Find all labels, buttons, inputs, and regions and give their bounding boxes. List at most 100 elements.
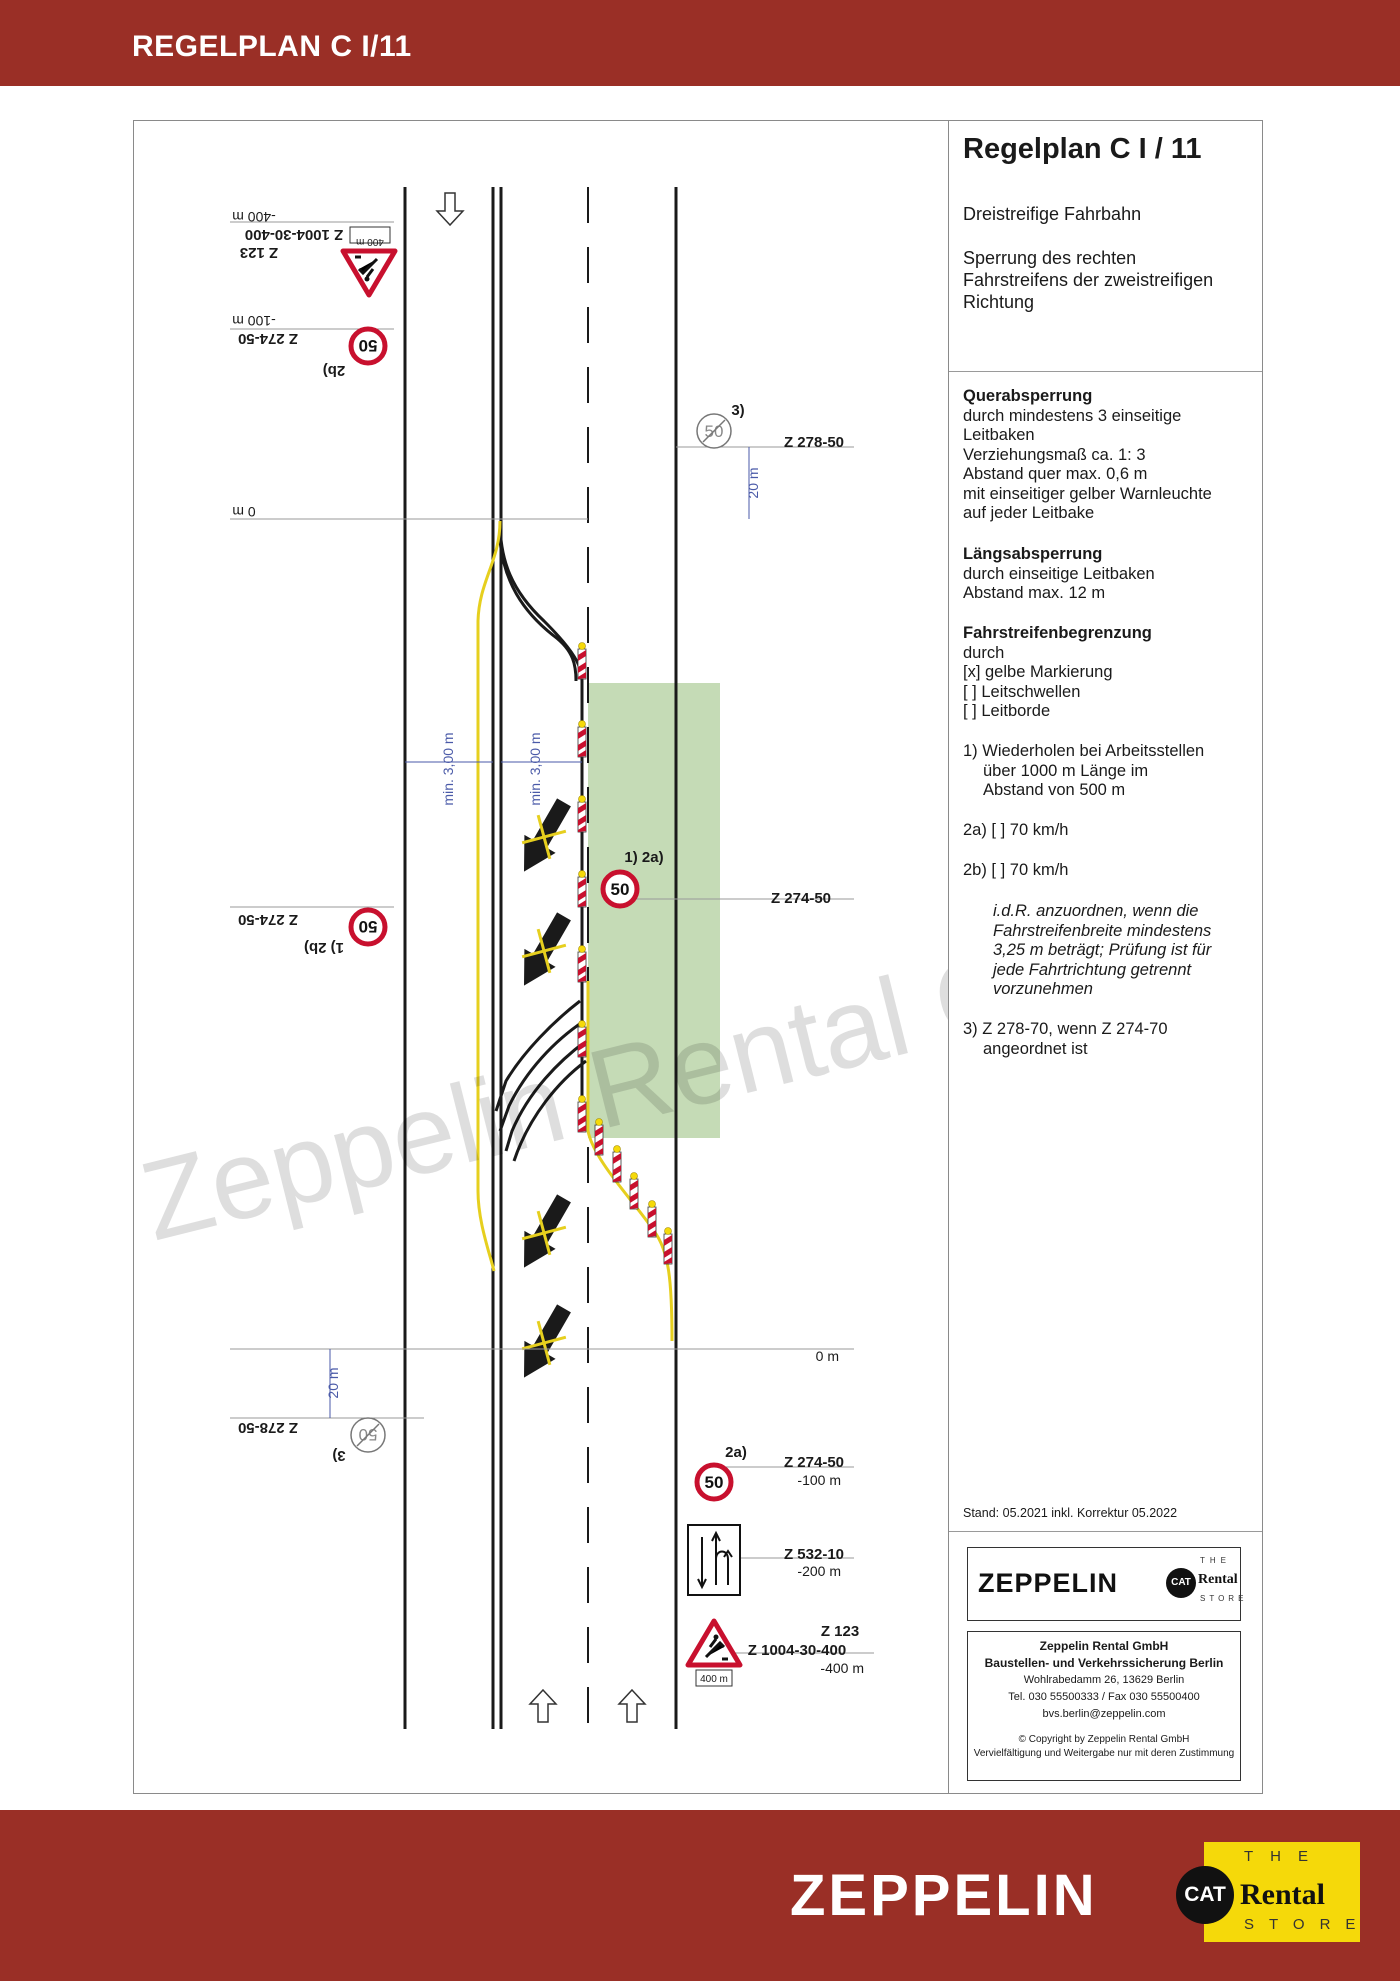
label-dist200: -200 m <box>797 1563 841 1579</box>
text-line: 3) Z 278-70, wenn Z 274-70 <box>963 1020 1168 1038</box>
rental-label: Rental <box>1198 1572 1238 1587</box>
label-dist100-bottom: -100 m <box>797 1472 841 1488</box>
label-fn3-top: 3) <box>731 402 744 419</box>
zeppelin-logo-box: ZEPPELIN CAT Rental THE STORE <box>967 1547 1243 1621</box>
cat-logo-icon: CAT <box>1166 1568 1196 1598</box>
divider <box>949 1531 1262 1532</box>
direction-arrow-down-icon <box>436 192 464 226</box>
cat-circle-icon: CAT <box>1176 1866 1234 1924</box>
text-line: Abstand quer max. 0,6 m <box>963 465 1148 483</box>
label-min300-a: min. 3,00 m <box>440 732 456 805</box>
text-line: [ ] Leitschwellen <box>963 682 1081 701</box>
direction-arrow-icon <box>529 1689 557 1723</box>
footer-rental-label: Rental <box>1240 1878 1325 1911</box>
roadwork-sign-bottom-icon <box>685 1618 743 1668</box>
note-italic: i.d.R. anzuordnen, wenn die Fahrstreifen… <box>963 902 1252 1000</box>
description-line: Richtung <box>963 292 1035 312</box>
label-z274-mid: Z 274-50 <box>771 890 831 907</box>
label-dist400-top: -400 m <box>232 209 276 225</box>
label-fn2a-bottom: 2a) <box>725 1444 747 1461</box>
label-fn2b-top: 2b) <box>323 362 346 379</box>
label-z1004-bottom: Z 1004-30-400 <box>748 1642 846 1659</box>
section-title: Längsabsperrung <box>963 545 1103 563</box>
text-line: durch mindestens 3 einseitige <box>963 406 1182 425</box>
text-line: i.d.R. anzuordnen, wenn die <box>993 902 1199 920</box>
label-z123-bottom: Z 123 <box>821 1623 859 1640</box>
text-line: mit einseitiger gelber Warnleuchte <box>963 484 1212 503</box>
note-2b: 2b) [ ] 70 km/h <box>963 861 1069 879</box>
dimension-lines <box>329 447 750 1418</box>
text-line: jede Fahrtrichtung getrennt <box>993 960 1192 979</box>
label-z1004-top: Z 1004-30-400 <box>245 226 343 243</box>
label-fn3-left: 3) <box>332 1447 345 1464</box>
section-fahrstreifenbegrenzung: Fahrstreifenbegrenzung durch [x] gelbe M… <box>963 624 1252 722</box>
the-label: THE <box>1200 1556 1231 1565</box>
lane-guidance-sign-icon <box>687 1524 741 1596</box>
label-z532: Z 532-10 <box>784 1546 844 1563</box>
roadwork-sign-top-icon <box>340 248 398 298</box>
description-line: Fahrstreifens der zweistreifigen <box>963 270 1214 290</box>
cat-rental-store-logo: CAT THE Rental STORE <box>1176 1842 1360 1942</box>
note-2a: 2a) [ ] 70 km/h <box>963 821 1069 839</box>
section-title: Fahrstreifenbegrenzung <box>963 624 1152 642</box>
plan-frame <box>133 120 1263 1794</box>
footer-cat-label: CAT <box>1184 1883 1226 1906</box>
footer-store-label: STORE <box>1244 1916 1371 1933</box>
footer-brand: ZEPPELIN <box>790 1863 1098 1928</box>
distance-plate-bottom <box>695 1669 733 1687</box>
text-line: Abstand von 500 m <box>983 781 1126 799</box>
traffic-plan-diagram: 50 50 <box>134 187 948 1729</box>
sign-50-mid-icon <box>603 872 637 906</box>
label-plate400-top: 400 m <box>356 236 384 247</box>
section-querabsperrung: Querabsperrung durch mindestens 3 einsei… <box>963 387 1252 524</box>
text-line: [x] gelbe Markierung <box>963 663 1113 681</box>
logo-brand: ZEPPELIN <box>978 1568 1119 1598</box>
label-fn12b-left: 1) 2b) <box>304 939 344 956</box>
label-dist400-bottom: -400 m <box>820 1660 864 1676</box>
label-z278-top: Z 278-50 <box>784 434 844 451</box>
text-line: Fahrstreifenbreite mindestens <box>993 921 1212 940</box>
divider <box>949 371 1262 372</box>
label-z123-top: Z 123 <box>240 244 278 261</box>
sign-50-left-icon <box>351 910 385 944</box>
text-line: vorzunehmen <box>993 980 1093 998</box>
text-line: Leitbaken <box>963 426 1035 444</box>
company-email: bvs.berlin@zeppelin.com <box>1042 1708 1166 1720</box>
panel-title: Regelplan C I / 11 <box>963 133 1202 165</box>
road-markings <box>403 187 678 1729</box>
label-z274-left: Z 274-50 <box>238 911 298 928</box>
text-line: 3,25 m beträgt; Prüfung ist für <box>993 941 1212 959</box>
info-panel: Regelplan C I / 11 Dreistreifige Fahrbah… <box>948 121 1262 1793</box>
section-laengsabsperrung: Längsabsperrung durch einseitige Leitbak… <box>963 545 1252 604</box>
company-address: Wohlrabedamm 26, 13629 Berlin <box>1023 1674 1185 1686</box>
label-fn12a: 1) 2a) <box>624 849 663 866</box>
text-line: angeordnet ist <box>983 1039 1088 1058</box>
label-z278-left: Z 278-50 <box>238 1419 298 1436</box>
section-title: Querabsperrung <box>963 387 1093 405</box>
panel-description: Sperrung des rechten Fahrstreifens der z… <box>963 247 1252 313</box>
page-title: REGELPLAN C I/11 <box>132 30 412 63</box>
rights-notice: Vervielfältigung und Weitergabe nur mit … <box>973 1748 1235 1759</box>
text-line: 1) Wiederholen bei Arbeitsstellen <box>963 742 1205 760</box>
label-z274-top: Z 274-50 <box>238 330 298 347</box>
text-line: Verziehungsmaß ca. 1: 3 <box>963 445 1146 464</box>
text-line: über 1000 m Länge im <box>983 761 1149 780</box>
label-dist20-top: 20 m <box>745 467 761 498</box>
text-line: durch einseitige Leitbaken <box>963 564 1155 583</box>
text-line: durch <box>963 643 1005 662</box>
reference-lines <box>230 221 874 1654</box>
label-dist100-top: -100 m <box>232 313 276 329</box>
text-line: Abstand max. 12 m <box>963 584 1106 602</box>
description-line: Sperrung des rechten <box>963 248 1137 268</box>
store-label: STORE <box>1200 1594 1248 1603</box>
upside-down-labels: Z 123 Z 1004-30-400 -400 m 400 m Z 274-5… <box>232 209 384 1464</box>
panel-subtitle: Dreistreifige Fahrbahn <box>963 204 1142 224</box>
label-min300-b: min. 3,00 m <box>527 732 543 805</box>
label-z274-bottom: Z 274-50 <box>784 1454 844 1471</box>
label-dist20-bottom: 20 m <box>325 1367 341 1398</box>
note-1: 1) Wiederholen bei Arbeitsstellen über 1… <box>963 742 1252 801</box>
text-line: auf jeder Leitbake <box>963 504 1095 522</box>
sign-50-end-left-icon <box>350 1417 386 1453</box>
label-zero-bottom: 0 m <box>816 1348 839 1364</box>
company-box: Zeppelin Rental GmbH Baustellen- und Ver… <box>967 1631 1241 1781</box>
